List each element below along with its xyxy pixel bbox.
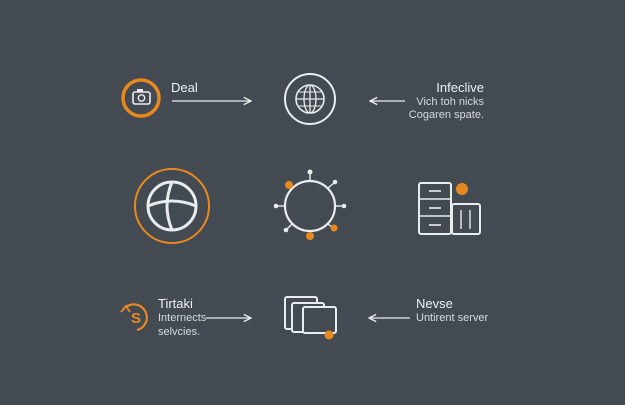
server-rack-icon xyxy=(418,182,481,235)
tirtaki-title: Tirtaki xyxy=(158,296,193,311)
tirtaki-line-1: Internects- xyxy=(158,312,210,324)
infective-title: Infeclive xyxy=(436,80,484,95)
infective-line-2: Cogaren spate. xyxy=(408,109,484,121)
network-ring-icon xyxy=(273,169,347,240)
sphere-icon xyxy=(134,168,210,244)
camera-label: Deal xyxy=(171,80,198,95)
tirtaki-line-2: selvcies. xyxy=(158,326,201,338)
globe-icon xyxy=(284,73,336,125)
camera-icon xyxy=(121,78,161,118)
nevse-title: Nevse xyxy=(416,296,453,311)
infective-line-1: Vich toh nicks xyxy=(416,96,484,108)
svg-text:S: S xyxy=(131,310,141,327)
stacked-windows-icon xyxy=(284,296,337,340)
nevse-line-1: Untirent server xyxy=(416,312,489,324)
dollar-refresh-icon: S xyxy=(120,303,148,332)
